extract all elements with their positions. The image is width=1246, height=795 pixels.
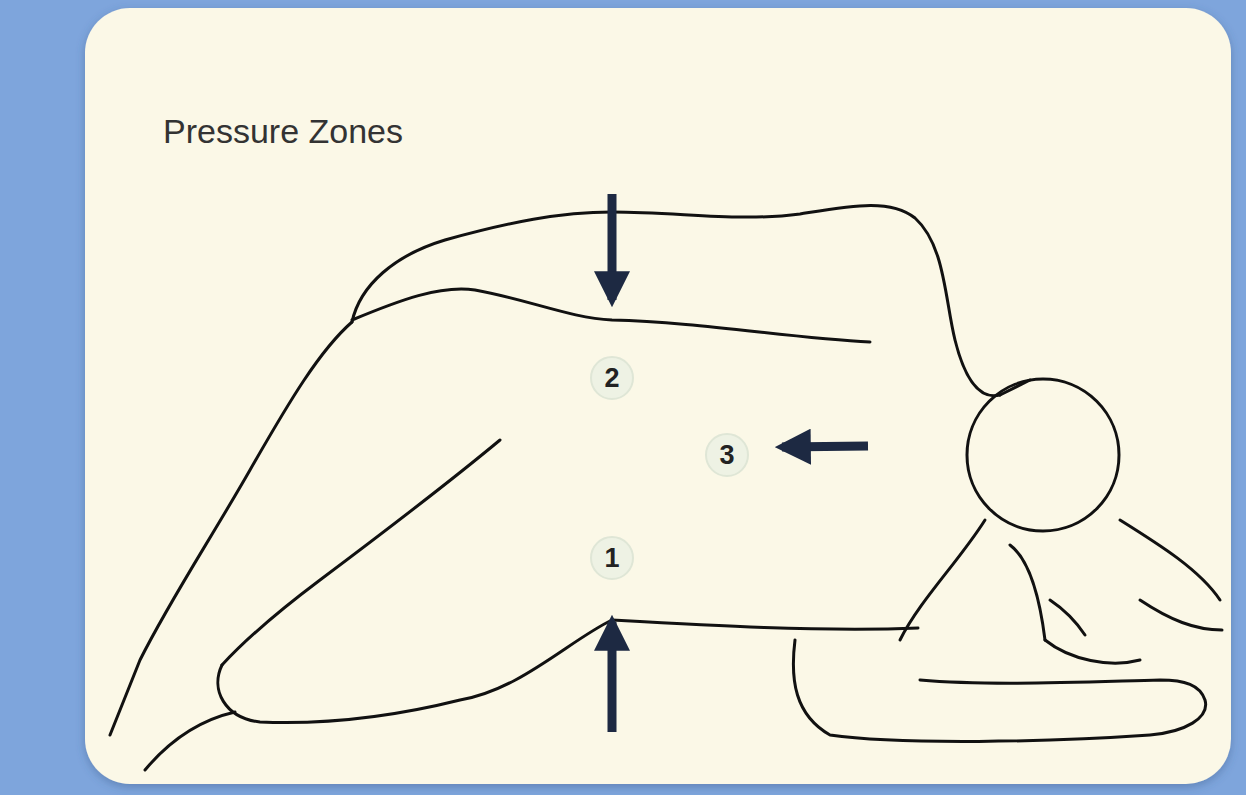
figure-outline (110, 205, 1222, 770)
pressure-arrow (608, 622, 617, 732)
callout-number: 1 (604, 545, 619, 572)
zone-number-circle: 1 (590, 536, 634, 580)
zone-number-circle: 3 (705, 433, 749, 477)
panel (85, 8, 1231, 784)
pressure-arrow (782, 446, 868, 447)
zone-number-circle: 2 (590, 356, 634, 400)
callout-number: 2 (604, 365, 619, 392)
title: Pressure Zones (163, 112, 403, 151)
pressure-arrow (608, 194, 617, 300)
callout-number: 3 (719, 442, 734, 469)
pressure-arrows (612, 194, 868, 732)
